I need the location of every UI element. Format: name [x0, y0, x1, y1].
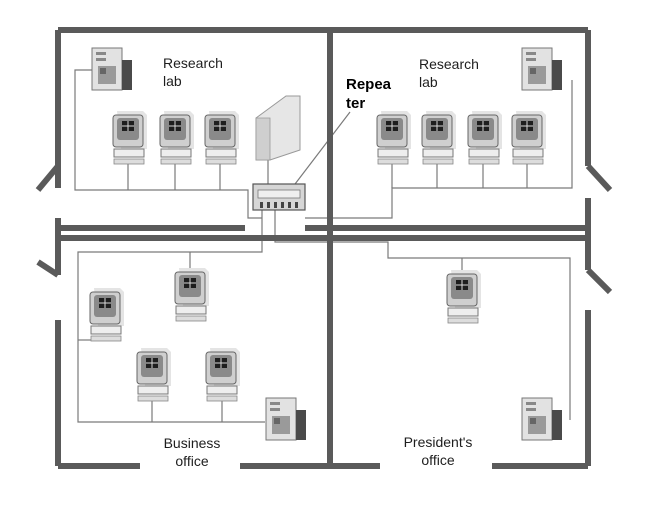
server-icon: [91, 47, 133, 91]
room-label-research-lab-left: Research lab: [163, 55, 223, 89]
computer-icon: [136, 347, 172, 402]
room-label-presidents-office: President's office: [403, 434, 473, 468]
room-label-research-lab-right: Research lab: [419, 56, 479, 90]
server-icon: [265, 397, 307, 441]
computer-icon: [511, 110, 547, 165]
computer-icon: [205, 347, 241, 402]
computer-icon: [204, 110, 240, 165]
computer-icon: [89, 287, 125, 342]
computer-icon: [159, 110, 195, 165]
room-label-business-office: Business office: [163, 435, 221, 469]
repeater-label: Repea ter: [346, 76, 392, 112]
repeater-device: [252, 95, 306, 211]
computer-icon: [467, 110, 503, 165]
computer-icon: [376, 110, 412, 165]
computer-icon: [421, 110, 457, 165]
server-icon: [521, 397, 563, 441]
computer-icon: [174, 267, 210, 322]
computer-icon: [446, 269, 482, 324]
server-icon: [521, 47, 563, 91]
computer-icon: [112, 110, 148, 165]
building-walls: [35, 27, 613, 469]
